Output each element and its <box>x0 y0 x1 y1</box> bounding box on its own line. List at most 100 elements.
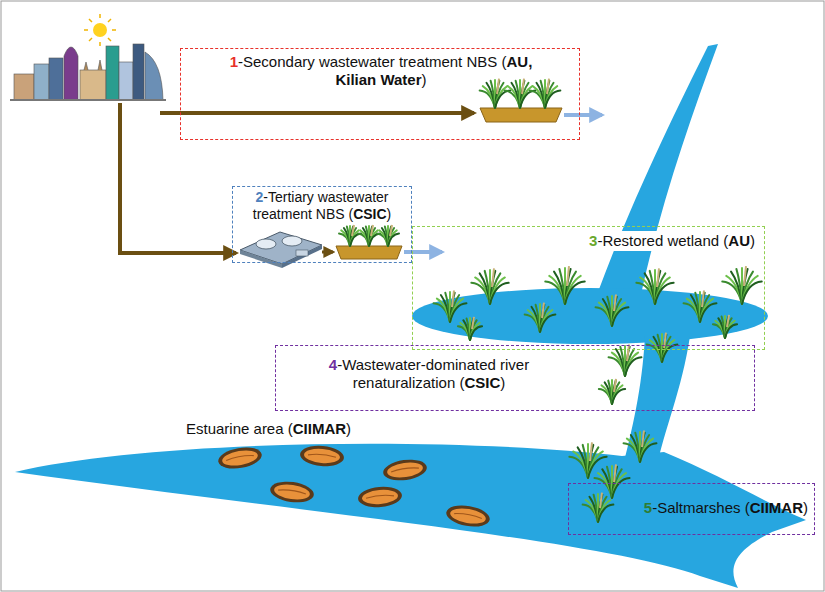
text-run: ) <box>346 420 351 437</box>
grass-clump <box>636 268 673 304</box>
seed-head <box>567 266 569 286</box>
region-title: 3-Restored wetland (AU) <box>586 231 758 251</box>
grass-blade <box>559 269 565 304</box>
region-title: 5-Saltmarshes (CIIMAR) <box>644 499 808 517</box>
grass-clump <box>722 266 761 304</box>
seed-head <box>744 266 746 286</box>
text-run: ) <box>500 374 505 391</box>
grass-clump <box>599 379 625 404</box>
seed-head <box>590 442 592 461</box>
grass-clump <box>505 79 536 108</box>
mussel-flesh <box>361 488 398 505</box>
text-run: ) <box>750 232 755 249</box>
dashed-region: 1-Secondary wastewater treatment NBS (AU… <box>180 48 580 140</box>
mussel <box>269 479 315 505</box>
text-run: 3 <box>589 232 597 249</box>
sun <box>93 23 107 37</box>
seed-head <box>542 303 544 318</box>
mussel-flesh <box>273 483 311 502</box>
text-run: -Restored wetland ( <box>597 232 728 249</box>
mussel <box>299 444 345 468</box>
grass-blade <box>736 269 742 304</box>
wetland-water <box>412 288 768 344</box>
effluent-arrow <box>404 250 442 254</box>
seed-head <box>547 79 549 94</box>
grass-clump <box>684 291 717 323</box>
mussel-line <box>308 453 336 457</box>
mussel-flesh <box>221 448 259 468</box>
grass-clump <box>377 225 399 246</box>
grass-clump <box>339 225 361 246</box>
text-run: 4 <box>329 356 337 373</box>
grass-clump <box>525 303 556 332</box>
text-run: 5 <box>644 499 652 516</box>
mussel <box>217 444 264 471</box>
text-run: AU <box>728 232 750 249</box>
plants <box>339 79 762 522</box>
grass-clump <box>583 493 614 522</box>
sun-rays <box>84 14 116 46</box>
planter <box>480 108 562 122</box>
seed-head <box>452 291 454 308</box>
grass-clump <box>596 295 629 327</box>
grass-blade <box>583 445 588 478</box>
seed-head <box>702 291 704 308</box>
seed-head <box>492 268 494 287</box>
mussel-flesh <box>386 461 424 480</box>
text-run: ) <box>422 71 427 88</box>
mussel-shell <box>269 479 315 505</box>
seed-head <box>522 79 524 94</box>
area-label: Estuarine area (CIIMAR) <box>186 420 351 438</box>
seed-head <box>600 493 602 508</box>
mussel-line <box>391 467 419 472</box>
text-run: -Secondary wastewater treatment NBS ( <box>238 53 506 70</box>
mussels <box>217 444 492 530</box>
text-run: Estuarine area ( <box>186 420 293 437</box>
grass-clump <box>471 268 508 304</box>
mussel-flesh <box>303 447 340 464</box>
grass-clump <box>530 79 561 108</box>
mussel-shell <box>382 457 428 483</box>
text-run: CSIC <box>464 374 500 391</box>
effluent-arrow <box>564 113 602 117</box>
grass-clump <box>545 266 584 304</box>
wastewater-arrow <box>160 111 474 115</box>
text-run: 2 <box>255 189 263 205</box>
seed-head <box>614 464 616 482</box>
grass-blade <box>620 347 625 376</box>
mussel <box>445 502 492 529</box>
text-run: CIIMAR <box>293 420 346 437</box>
grass-blade <box>607 297 612 326</box>
dashed-region: 5-Saltmarshes (CIIMAR) <box>568 483 815 535</box>
grass-clump <box>647 333 678 362</box>
estuary-water <box>15 444 806 588</box>
seed-head <box>727 315 729 327</box>
mussel <box>382 457 428 483</box>
grass-clump <box>458 317 482 340</box>
region-title: 4-Wastewater-dominated river renaturaliz… <box>284 356 574 392</box>
seed-head <box>657 268 659 287</box>
planter <box>336 246 402 259</box>
seed-head <box>371 225 373 236</box>
mussel-shell <box>299 444 345 468</box>
grass-clump <box>569 442 606 478</box>
mussel-shell <box>217 444 264 471</box>
seed-head <box>614 295 616 312</box>
grass-clump <box>434 291 467 323</box>
text-run: 1 <box>230 53 238 70</box>
dashed-region: 3-Restored wetland (AU) <box>412 226 765 350</box>
seed-head <box>497 79 499 94</box>
mussel-shell <box>357 485 403 509</box>
mussel-line <box>278 489 306 494</box>
river <box>598 44 718 292</box>
mussel <box>357 485 403 509</box>
text-run: ) <box>803 499 808 516</box>
seed-head <box>642 431 644 448</box>
city-skyline <box>10 14 166 100</box>
grass-blade <box>445 293 450 322</box>
seed-head <box>614 379 616 392</box>
mussel-line <box>454 512 482 518</box>
region-title: 1-Secondary wastewater treatment NBS (AU… <box>216 53 546 89</box>
mussel-shell <box>445 502 492 529</box>
grass-blade <box>485 271 490 304</box>
